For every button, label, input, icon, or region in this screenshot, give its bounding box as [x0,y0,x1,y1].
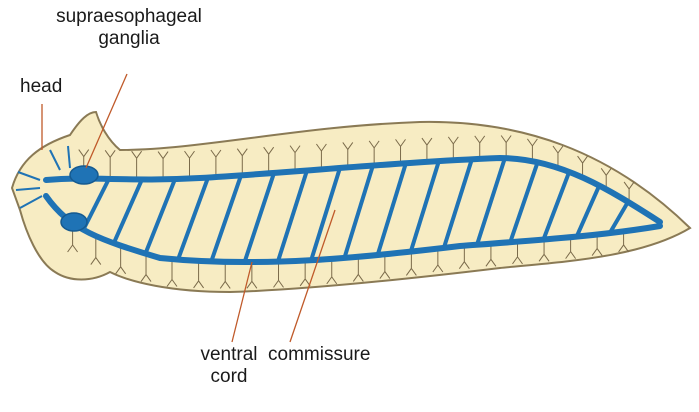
label-supraesophageal-line1: supraesophageal [36,6,222,28]
supraesophageal-ganglion-lower [61,213,87,231]
label-supraesophageal-ganglia: supraesophageal ganglia [36,6,222,50]
label-supraesophageal-line2: ganglia [36,28,222,50]
label-ventral-cord: ventral cord [184,344,274,388]
label-head: head [20,76,62,98]
worm-body [12,112,690,292]
supraesophageal-ganglion-upper [70,166,98,184]
label-commissure: commissure [268,344,370,366]
label-ventral-cord-line1: ventral [184,344,274,366]
label-ventral-cord-line2: cord [184,366,274,388]
